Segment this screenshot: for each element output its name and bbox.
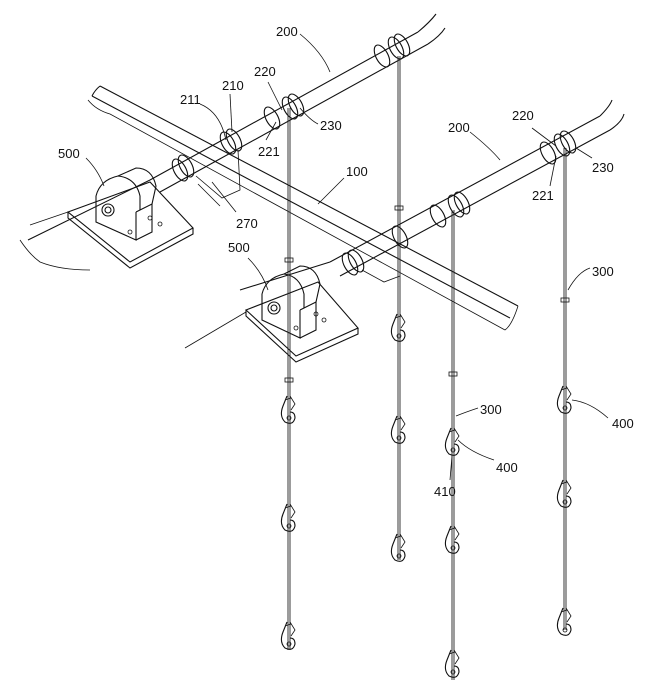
bracket-500-right bbox=[261, 265, 327, 339]
hook-icon bbox=[390, 533, 406, 562]
label-400-middle: 400 bbox=[496, 460, 518, 475]
mounting-plate-left bbox=[19, 181, 194, 271]
leader-lines bbox=[85, 33, 609, 481]
hook-icon bbox=[556, 607, 572, 636]
hook-icon bbox=[390, 415, 406, 444]
label-230-left: 230 bbox=[320, 118, 342, 133]
bracket-500-left bbox=[95, 167, 163, 241]
wire-300-a bbox=[284, 108, 294, 650]
label-220-right: 220 bbox=[512, 108, 534, 123]
label-200-left: 200 bbox=[276, 24, 298, 39]
hook-icon bbox=[556, 479, 572, 508]
label-300-right: 300 bbox=[592, 264, 614, 279]
hook-icon bbox=[556, 385, 572, 414]
hook-icon bbox=[280, 621, 296, 650]
label-210: 210 bbox=[222, 78, 244, 93]
hooks-400 bbox=[280, 313, 572, 678]
pipe-200-right bbox=[239, 99, 625, 291]
label-300-middle: 300 bbox=[480, 402, 502, 417]
pipe-200-left bbox=[27, 13, 446, 241]
label-100: 100 bbox=[346, 164, 368, 179]
label-410: 410 bbox=[434, 484, 456, 499]
mounting-plate-right bbox=[184, 281, 359, 363]
label-220-left: 220 bbox=[254, 64, 276, 79]
hook-icon bbox=[390, 313, 406, 342]
reference-labels: 200 220 210 211 230 221 100 500 270 500 … bbox=[58, 24, 634, 499]
label-230-right: 230 bbox=[592, 160, 614, 175]
beam-100 bbox=[87, 85, 519, 331]
label-211: 211 bbox=[180, 92, 201, 107]
label-270: 270 bbox=[236, 216, 258, 231]
hook-icon bbox=[444, 427, 460, 456]
label-221-right: 221 bbox=[532, 188, 554, 203]
hook-icon bbox=[280, 395, 296, 424]
hook-icon bbox=[280, 503, 296, 532]
wire-300-c bbox=[448, 210, 458, 680]
label-500-right: 500 bbox=[228, 240, 250, 255]
label-400-right: 400 bbox=[612, 416, 634, 431]
hook-icon bbox=[444, 525, 460, 554]
label-200-right: 200 bbox=[448, 120, 470, 135]
label-221-left: 221 bbox=[258, 144, 280, 159]
hook-icon bbox=[444, 649, 460, 678]
label-500-left: 500 bbox=[58, 146, 80, 161]
wire-300-b bbox=[394, 56, 404, 560]
